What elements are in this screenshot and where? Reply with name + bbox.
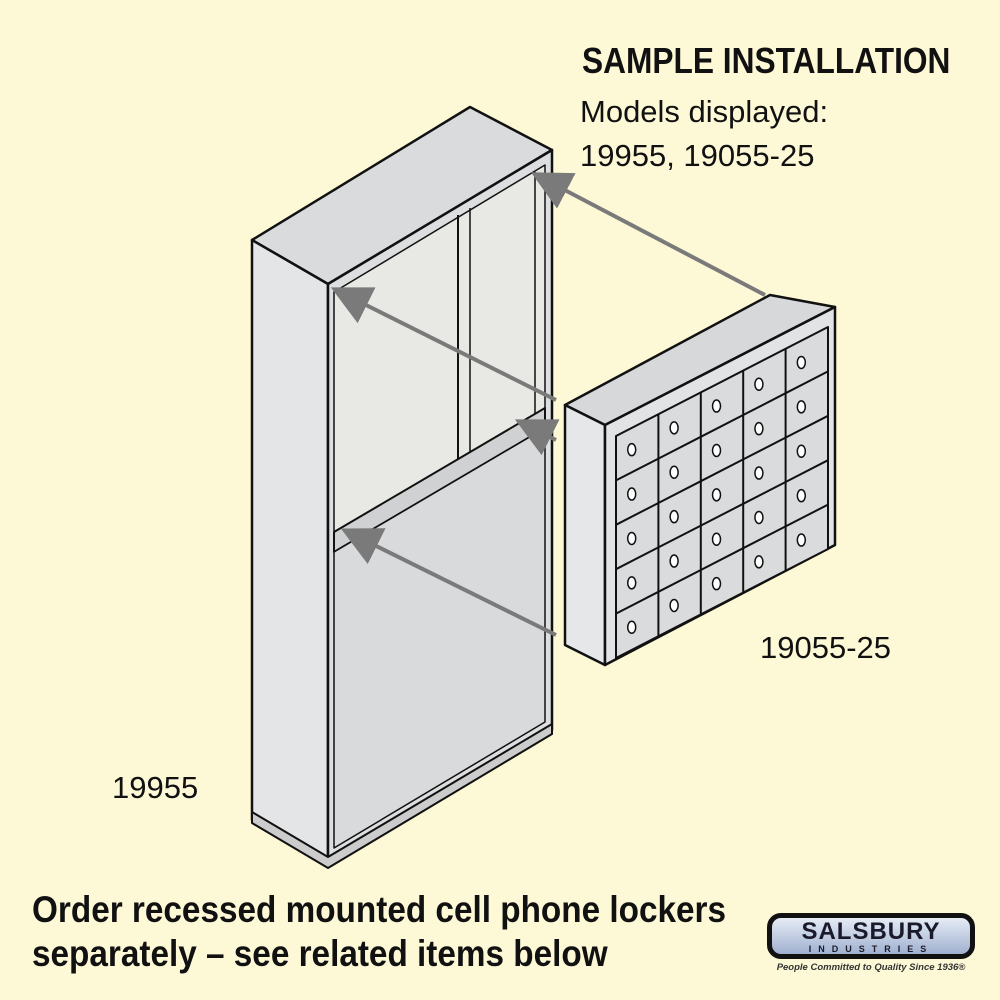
arrow-top [530,172,766,297]
lock-icon [711,399,722,413]
locker-row-divider [785,370,829,395]
locker-row-divider [785,414,829,439]
lock-icon [626,531,637,546]
lock-icon [754,421,764,436]
cabinet-model-label: 19955 [112,770,199,805]
cabinet-side [250,238,330,867]
heading: SAMPLE INSTALLATION [582,40,951,81]
locker-row-divider [615,590,659,615]
lock-icon [669,509,679,524]
locker-row-divider [700,502,744,527]
lock-icon [669,421,679,435]
logo-sub: INDUSTRIES [808,944,934,954]
lock-icon [754,555,764,569]
lock-icon [669,598,679,613]
locker-row-divider [742,436,787,461]
cabinet-lower-panel [333,427,546,849]
lock-icon [754,466,764,480]
cabinet-19955 [250,105,554,869]
order-note-line2: separately – see related items below [32,933,608,974]
lock-icon [796,355,807,370]
locker-row-divider [615,502,659,526]
locker-model-label: 19055-25 [760,630,892,665]
lock-icon [796,488,807,503]
locker-row-divider [700,458,744,483]
arrow-mid [514,419,560,456]
arrow-lower [340,528,557,637]
lock-icon [711,443,722,458]
locker-row-divider [700,414,744,438]
locker-row-divider [615,546,659,571]
models-label: Models displayed: [580,94,829,129]
models-list: 19955, 19055-25 [580,138,815,173]
locker-row-divider [742,481,787,505]
salsbury-logo: SALSBURY INDUSTRIES People Committed to … [767,913,975,973]
order-note-line1: Order recessed mounted cell phone locker… [32,889,727,930]
lock-icon [711,532,722,547]
logo-name: SALSBURY [801,918,941,945]
locker-row-divider [657,524,702,549]
lock-icon [626,576,637,590]
lock-icon [626,620,637,635]
arrow-upper [330,287,557,402]
order-note: Order recessed mounted cell phone locker… [32,888,726,976]
lock-icon [754,377,764,392]
lock-icon [711,576,722,591]
lock-icon [626,487,637,501]
locker-row-divider [615,457,659,482]
locker-row-divider [785,459,829,483]
locker-row-divider [700,547,744,571]
lock-icon [711,488,722,502]
locker-row-divider [657,435,702,460]
install-arrows [330,172,766,637]
models-displayed: Models displayed: 19955, 19055-25 [580,90,828,178]
lock-icon [754,510,764,525]
locker-row-divider [657,569,702,593]
logo-tagline: People Committed to Quality Since 1936® [776,962,966,973]
lock-icon [669,465,679,480]
lock-icon [796,444,807,459]
lock-icon [796,400,807,414]
lock-icon [669,554,679,568]
lock-icon [796,533,807,547]
lock-icon [626,442,637,457]
locker-door-panel [615,326,829,659]
locker-row-divider [657,480,702,504]
locker-side [563,403,607,667]
cabinet-base [251,723,553,869]
locker-row-divider [785,503,829,528]
locker-19055-25 [563,293,837,667]
locker-row-divider [742,525,787,550]
locker-row-divider [742,392,787,416]
logo-badge: SALSBURY INDUSTRIES [767,913,975,959]
